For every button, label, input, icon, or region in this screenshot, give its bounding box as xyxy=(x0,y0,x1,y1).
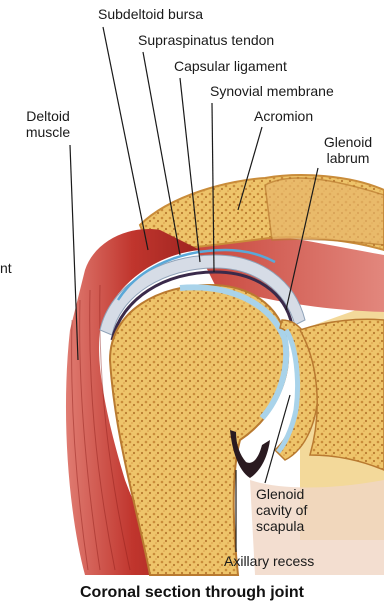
label-supraspinatus-tendon: Supraspinatus tendon xyxy=(138,32,274,48)
label-axillary-recess: Axillary recess xyxy=(224,553,314,569)
label-subdeltoid-bursa: Subdeltoid bursa xyxy=(98,6,203,22)
label-truncated: nt xyxy=(0,260,12,276)
label-deltoid-line1: Deltoid xyxy=(18,108,78,124)
label-glenoid-cavity-line1: Glenoid xyxy=(256,486,307,502)
label-deltoid-muscle: Deltoid muscle xyxy=(18,108,78,140)
label-capsular-ligament: Capsular ligament xyxy=(174,58,287,74)
label-glenoid-labrum-line1: Glenoid xyxy=(318,134,378,150)
label-glenoid-cavity-line2: cavity of xyxy=(256,502,307,518)
label-synovial-membrane: Synovial membrane xyxy=(210,83,334,99)
label-glenoid-labrum-line2: labrum xyxy=(318,150,378,166)
label-deltoid-line2: muscle xyxy=(18,124,78,140)
label-acromion: Acromion xyxy=(254,108,313,124)
label-glenoid-cavity-line3: scapula xyxy=(256,518,307,534)
label-glenoid-labrum: Glenoid labrum xyxy=(318,134,378,166)
label-glenoid-cavity: Glenoid cavity of scapula xyxy=(256,486,307,534)
figure-caption: Coronal section through joint xyxy=(0,584,384,602)
leader-subdeltoid xyxy=(103,27,148,250)
